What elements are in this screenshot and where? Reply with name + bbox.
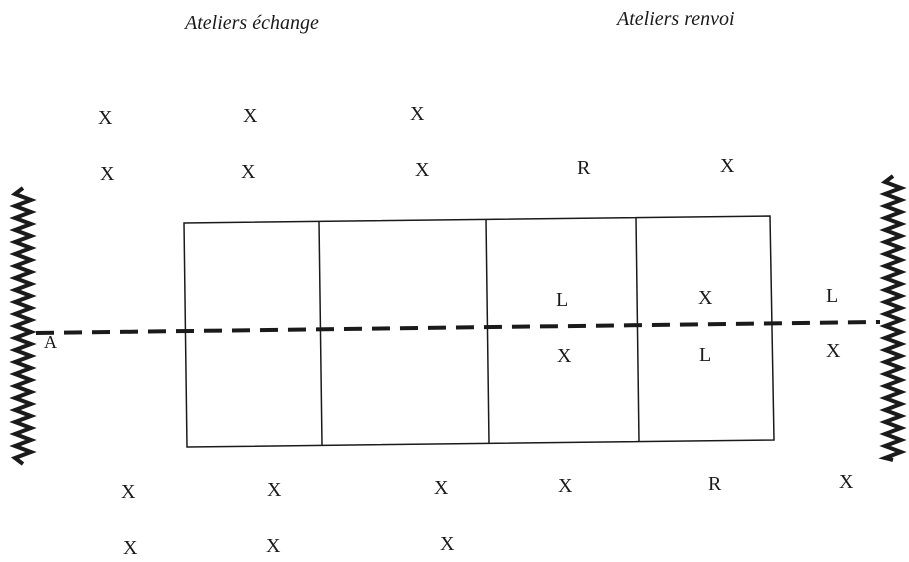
left-wall [9, 186, 37, 466]
mark-bottom1-6: X [839, 471, 854, 493]
mark-bottom2-2: X [266, 535, 281, 557]
mark-top2-3: X [415, 159, 430, 181]
mark-bottom1-4: X [558, 475, 573, 497]
marker-a: A [44, 332, 57, 352]
zone-divider-1 [318, 220, 323, 446]
title-ateliers-renvoi: Ateliers renvoi [617, 8, 735, 30]
zone-divider-2 [485, 218, 490, 444]
title-ateliers-echange: Ateliers échange [185, 12, 319, 34]
mark-top2-5: X [720, 155, 735, 177]
mark-bottom2-1: X [123, 537, 138, 559]
zone-divider-3 [635, 217, 640, 442]
mark-top2-1: X [100, 163, 115, 185]
mark-zone4-lower: L [699, 344, 711, 366]
mark-top2-2: X [241, 161, 256, 183]
mark-top2-4: R [577, 157, 591, 179]
mark-right-upper: L [826, 285, 838, 307]
mark-zone3-lower: X [557, 345, 572, 367]
mark-zone3-upper: L [556, 289, 568, 311]
mark-bottom1-1: X [121, 481, 136, 503]
mark-top1-2: X [243, 105, 258, 127]
mark-top1-1: X [98, 107, 113, 129]
mark-top1-3: X [410, 103, 425, 125]
workshop-rectangle [183, 215, 775, 448]
mark-bottom2-3: X [440, 533, 455, 555]
right-wall [878, 174, 907, 462]
mark-bottom1-3: X [434, 477, 449, 499]
mark-zone4-upper: X [698, 287, 713, 309]
mark-right-lower: X [826, 340, 841, 362]
mark-bottom1-2: X [267, 479, 282, 501]
center-axis-line [35, 320, 881, 335]
mark-bottom1-5: R [708, 473, 722, 495]
